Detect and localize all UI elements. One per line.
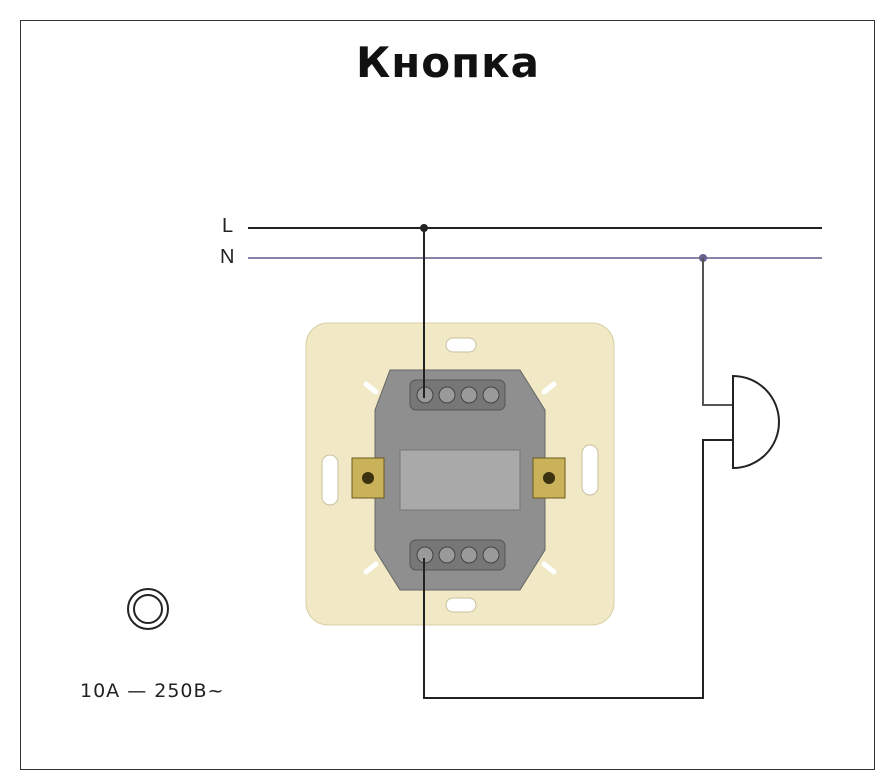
bell-neutral-wire [702, 258, 733, 406]
rating-label: 10A — 250B~ [80, 680, 225, 702]
diagram-title: Кнопка [355, 38, 541, 87]
live-line-label: L [222, 215, 234, 237]
neutral-line-label: N [220, 246, 235, 268]
diagram-frame [20, 20, 875, 770]
switch-mechanism [305, 322, 615, 626]
switch-output-wire [423, 439, 733, 699]
bell-icon [732, 374, 780, 470]
pushbutton-symbol-icon [127, 588, 169, 630]
